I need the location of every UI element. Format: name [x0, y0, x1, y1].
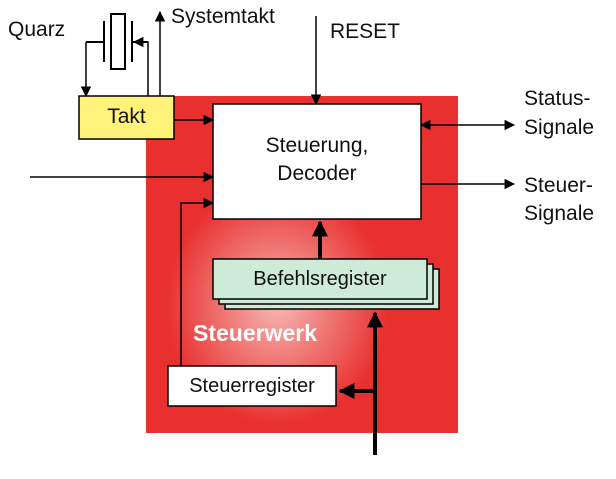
befehlsregister-box — [212, 258, 428, 300]
steuerung-label-line1: Steuerung, — [265, 134, 369, 157]
status-signale-label-line1: Status- — [524, 87, 591, 110]
steuerregister-box — [167, 365, 337, 407]
status-signale-label-line2: Signale — [524, 116, 595, 139]
steuerwerk-label: Steuerwerk — [193, 320, 318, 346]
steuerung-decoder-box — [212, 103, 422, 220]
steuer-signale-label-line2: Signale — [524, 202, 595, 225]
steuer-signale-label-line1: Steuer- — [524, 174, 593, 197]
takt-to-quarz-wire — [132, 36, 149, 96]
takt-box — [78, 95, 175, 140]
quarz-label: Quarz — [8, 18, 66, 41]
steuerregister-label: Steuerregister — [189, 375, 315, 397]
takt-label: Takt — [107, 105, 146, 128]
steuerregister-feedback-arrow — [180, 197, 215, 366]
steuerung-label-line2: Decoder — [277, 162, 357, 185]
systemtakt-label: Systemtakt — [171, 5, 275, 28]
reset-label: RESET — [330, 20, 401, 43]
befehlsregister-label: Befehlsregister — [253, 268, 387, 290]
